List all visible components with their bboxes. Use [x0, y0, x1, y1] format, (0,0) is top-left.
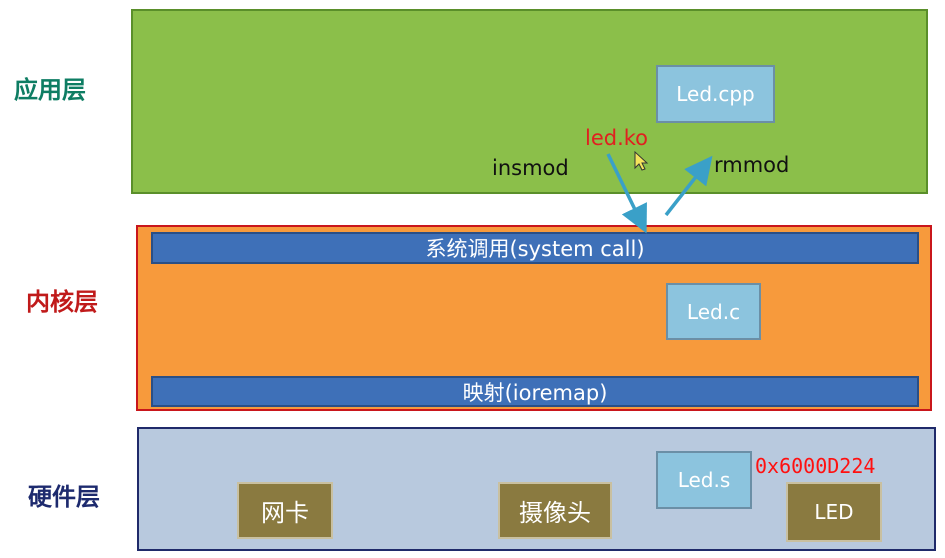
camera-box: 摄像头	[498, 482, 612, 539]
led-box: LED	[786, 482, 882, 542]
hardware-layer-label: 硬件层	[28, 482, 100, 511]
rmmod-arrow	[664, 155, 713, 217]
nic-box: 网卡	[237, 482, 333, 539]
led-s-box: Led.s	[656, 451, 752, 509]
led-ko-label: led.ko	[585, 126, 649, 150]
led-cpp-box: Led.cpp	[656, 65, 775, 123]
register-address-label: 0x6000D224	[755, 454, 876, 478]
ioremap-bar: 映射(ioremap)	[151, 376, 919, 407]
led-c-box: Led.c	[666, 283, 761, 340]
syscall-bar: 系统调用(system call)	[151, 232, 919, 264]
cursor-icon	[634, 150, 649, 171]
insmod-label: insmod	[492, 156, 569, 180]
rmmod-label: rmmod	[714, 153, 790, 177]
app-layer-box	[131, 9, 928, 194]
app-layer-label: 应用层	[14, 75, 86, 104]
insmod-arrow	[606, 153, 647, 234]
kernel-layer-label: 内核层	[26, 287, 98, 316]
